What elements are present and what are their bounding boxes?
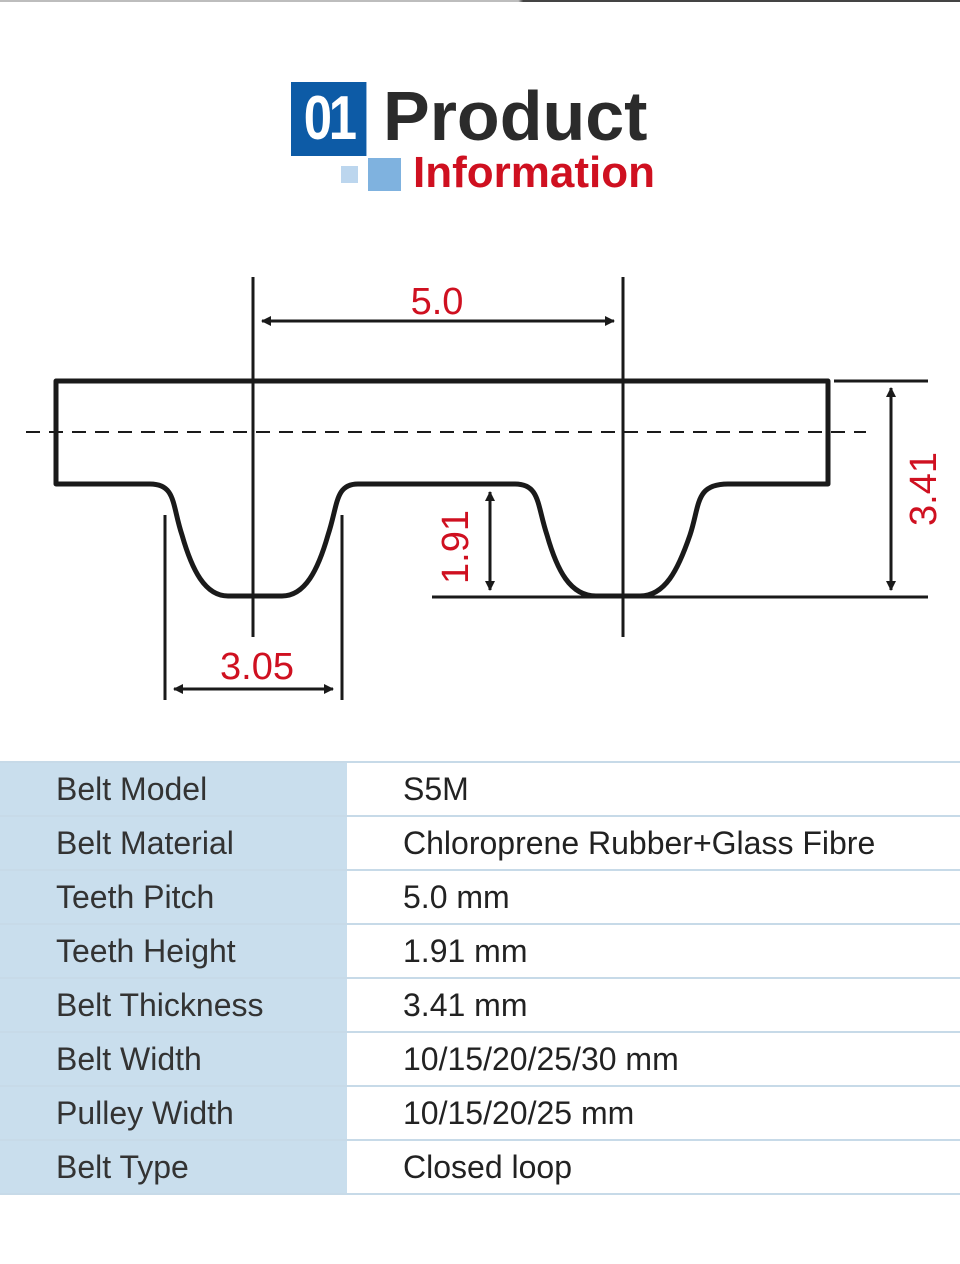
spec-value: S5M xyxy=(347,761,960,817)
spec-value: Closed loop xyxy=(347,1139,960,1195)
spec-value: 3.41 mm xyxy=(347,977,960,1033)
belt-outline xyxy=(53,378,831,599)
spec-value: 5.0 mm xyxy=(347,869,960,925)
heading-title: Product xyxy=(383,77,648,155)
decor-square-large xyxy=(368,158,401,191)
section-number-badge: 01 xyxy=(291,82,367,156)
table-row: Belt Material Chloroprene Rubber+Glass F… xyxy=(0,815,960,871)
spec-label: Belt Thickness xyxy=(0,977,347,1033)
table-row: Belt Model S5M xyxy=(0,761,960,817)
spec-label: Pulley Width xyxy=(0,1085,347,1141)
spec-label: Teeth Height xyxy=(0,923,347,979)
section-heading: 01 Product Information xyxy=(291,77,691,200)
table-row: Belt Type Closed loop xyxy=(0,1139,960,1195)
pitch-dimension-label: 5.0 xyxy=(411,281,464,323)
top-divider xyxy=(0,0,960,2)
spec-table: Belt Model S5M Belt Material Chloroprene… xyxy=(0,761,960,1195)
spec-label: Belt Material xyxy=(0,815,347,871)
thickness-dimension-label: 3.41 xyxy=(903,452,945,526)
spec-value: 10/15/20/25 mm xyxy=(347,1085,960,1141)
tooth-width-dimension-label: 3.05 xyxy=(220,646,294,688)
belt-profile-diagram: 5.0 3.41 1.91 3.05 xyxy=(26,277,945,700)
table-row: Teeth Height 1.91 mm xyxy=(0,923,960,979)
spec-value: 1.91 mm xyxy=(347,923,960,979)
table-row: Belt Width 10/15/20/25/30 mm xyxy=(0,1031,960,1087)
spec-label: Teeth Pitch xyxy=(0,869,347,925)
table-row: Belt Thickness 3.41 mm xyxy=(0,977,960,1033)
decor-square-small xyxy=(341,166,358,183)
heading-subtitle: Information xyxy=(413,148,655,197)
spec-label: Belt Type xyxy=(0,1139,347,1195)
spec-value: Chloroprene Rubber+Glass Fibre xyxy=(347,815,960,871)
spec-label: Belt Model xyxy=(0,761,347,817)
spec-label: Belt Width xyxy=(0,1031,347,1087)
spec-value: 10/15/20/25/30 mm xyxy=(347,1031,960,1087)
table-row: Teeth Pitch 5.0 mm xyxy=(0,869,960,925)
tooth-height-dimension-label: 1.91 xyxy=(435,510,477,584)
table-row: Pulley Width 10/15/20/25 mm xyxy=(0,1085,960,1141)
